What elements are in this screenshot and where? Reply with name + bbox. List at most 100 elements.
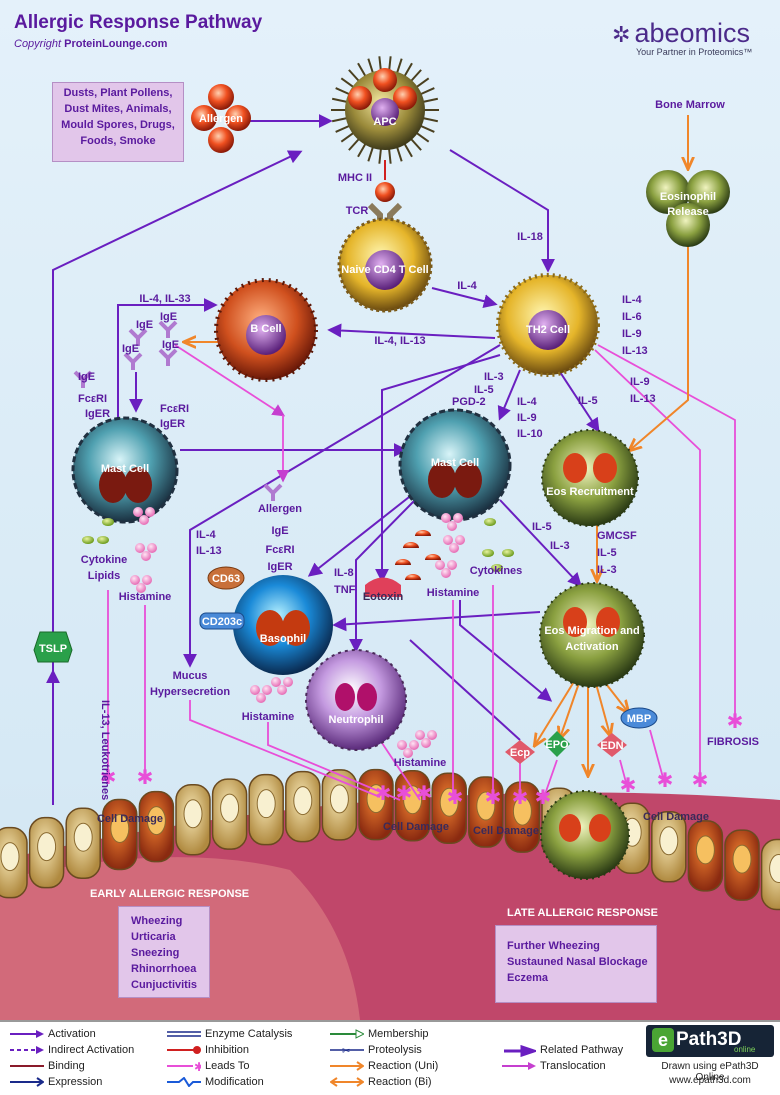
mbp-label: MBP [627, 713, 651, 725]
il4-il13-bcell-label: IL-4, IL-13 [374, 335, 425, 347]
leads-to-star-icon: ✱ [447, 787, 464, 809]
leads-to-star-icon: ✱ [100, 767, 117, 789]
legend-enzyme: Enzyme Catalysis [167, 1028, 293, 1040]
legend-translocation: Translocation [502, 1060, 606, 1072]
cell-damage-3: Cell Damage [473, 825, 539, 837]
histamine-to-ecp-arrow [459, 600, 553, 702]
legend-leads-to: ✱Leads To [167, 1060, 250, 1072]
basophil-shape [233, 575, 333, 675]
ecp-to-basophil-arrow [409, 639, 521, 741]
epithelial-cell [211, 778, 248, 850]
ige-2: IgE [160, 311, 177, 323]
epithelial-cell [651, 811, 687, 883]
page-title: Allergic Response Pathway [14, 12, 263, 33]
th2-out-2: IL-6 [622, 311, 642, 323]
receptor-left2-fcer: FcεRI [160, 403, 189, 415]
granules [82, 507, 514, 758]
legend-membership: Membership [330, 1028, 429, 1040]
pgd2-label: PGD-2 [452, 396, 486, 408]
mast-cell-center-shape [398, 408, 512, 522]
edn-label: EDN [600, 740, 623, 752]
late-response-title: LATE ALLERGIC RESPONSE [507, 907, 658, 919]
epithelial-cell [687, 820, 724, 892]
legend-activation: Activation [10, 1028, 96, 1040]
apc-cell [331, 56, 439, 225]
epithelial-cell [285, 770, 321, 843]
mast-to-basophil-arrow [307, 489, 419, 577]
receptor-left-iger: IgER [85, 408, 110, 420]
lipids-label: Lipids [88, 570, 120, 582]
cytokines-label: Cytokines [470, 565, 523, 577]
eos-recruitment-shape [541, 429, 639, 527]
svg-text:✂: ✂ [342, 1046, 350, 1055]
fibrosis-label: FIBROSIS [707, 736, 759, 748]
early-symptoms-box: Wheezing Urticaria Sneezing Rhinorrhoea … [118, 906, 210, 998]
tcr-label: TCR [346, 205, 369, 217]
receptor-left-ige: IgE [78, 371, 95, 383]
basophil-label: Basophil [260, 633, 306, 645]
cell-damage-2: Cell Damage [383, 821, 449, 833]
legend-related-pathway: Related Pathway [504, 1044, 623, 1057]
epithelial-cell [760, 838, 780, 911]
brand-logo: ✲abeomics [612, 18, 750, 48]
gmcsf-il3-label: IL-3 [597, 564, 617, 576]
mucus-label: Mucus [173, 670, 208, 682]
drawn-using: Drawn using ePath3D Online [661, 1061, 759, 1083]
early-response-title: EARLY ALLERGIC RESPONSE [90, 888, 250, 900]
ige-1: IgE [136, 319, 153, 331]
th2-out-4: IL-13 [622, 345, 648, 357]
th2-out-3: IL-9 [622, 328, 642, 340]
brand-tagline: Your Partner in Proteomics™ [636, 47, 753, 57]
eos-recruitment-label: Eos Recruitment [546, 486, 634, 498]
mast-cell-center-label: Mast Cell [431, 457, 479, 469]
eos-to-basophil-arrow [332, 611, 541, 632]
hypersecretion-label: Hypersecretion [150, 686, 230, 698]
histamine-left: Histamine [119, 591, 172, 603]
ecp-label: Ecp [510, 747, 530, 759]
cell-damage-4: Cell Damage [643, 811, 709, 823]
leads-to-star-icon: ✱ [727, 711, 744, 733]
naive-to-th2-arrow [431, 287, 498, 309]
leads-to-star-icon: ✱ [137, 767, 154, 789]
epithelial-cell [0, 826, 28, 899]
legend-expression: Expression [10, 1076, 102, 1088]
b-cell [214, 278, 318, 382]
th2-label: TH2 Cell [526, 324, 570, 336]
cell-damage-1: Cell Damage [97, 813, 163, 825]
eosinophil-release-shape [646, 170, 730, 247]
cytokine-label: Cytokine [81, 554, 127, 566]
eos-migration-label-1: Eos Migration and [544, 625, 639, 637]
il8-label: IL-8 [334, 567, 354, 579]
epithelial-cell [431, 772, 467, 845]
naive-t-cell [337, 217, 433, 313]
eotoxin-label: Eotoxin [363, 591, 404, 603]
bone-marrow-label: Bone Marrow [655, 99, 725, 111]
leads-to-star-icon: ✱ [396, 783, 413, 805]
th2-to-bcell-arrow [327, 323, 496, 339]
leads-to-star-icon: ✱ [620, 775, 637, 797]
leads-to-star-icon: ✱ [485, 787, 502, 809]
legend-indirect: Indirect Activation [10, 1044, 134, 1056]
late-symptoms-box: Further Wheezing Sustauned Nasal Blockag… [495, 925, 657, 1003]
mast-cell-left-label: Mast Cell [101, 463, 149, 475]
leads-to-star-icon: ✱ [657, 770, 674, 792]
apc-to-th2-arrow [449, 149, 555, 273]
triggers-box: Dusts, Plant Pollens, Dust Mites, Animal… [52, 82, 184, 162]
epath3d-badge: e Path3D online Drawn using ePath3D Onli… [646, 1025, 774, 1091]
baso-fcer: FcεRI [265, 544, 294, 556]
baso-allergen: Allergen [258, 503, 302, 515]
mast-to-eos-migration-arrow [499, 499, 582, 588]
il10-center-label: IL-10 [517, 428, 543, 440]
b-cell-label: B Cell [250, 323, 281, 335]
svg-text:✱: ✱ [194, 1061, 201, 1071]
baso-iger: IgER [267, 561, 292, 573]
epithelial-cell [102, 798, 138, 871]
gmcsf-il5-label: IL-5 [597, 547, 617, 559]
legend-inhibition: Inhibition [167, 1044, 249, 1056]
ige-3: IgE [122, 343, 139, 355]
apc-label: APC [373, 116, 396, 128]
eosinophil-label-2: Release [667, 206, 709, 218]
eos-migration-shape [539, 582, 645, 688]
allergen-cluster [191, 84, 251, 153]
